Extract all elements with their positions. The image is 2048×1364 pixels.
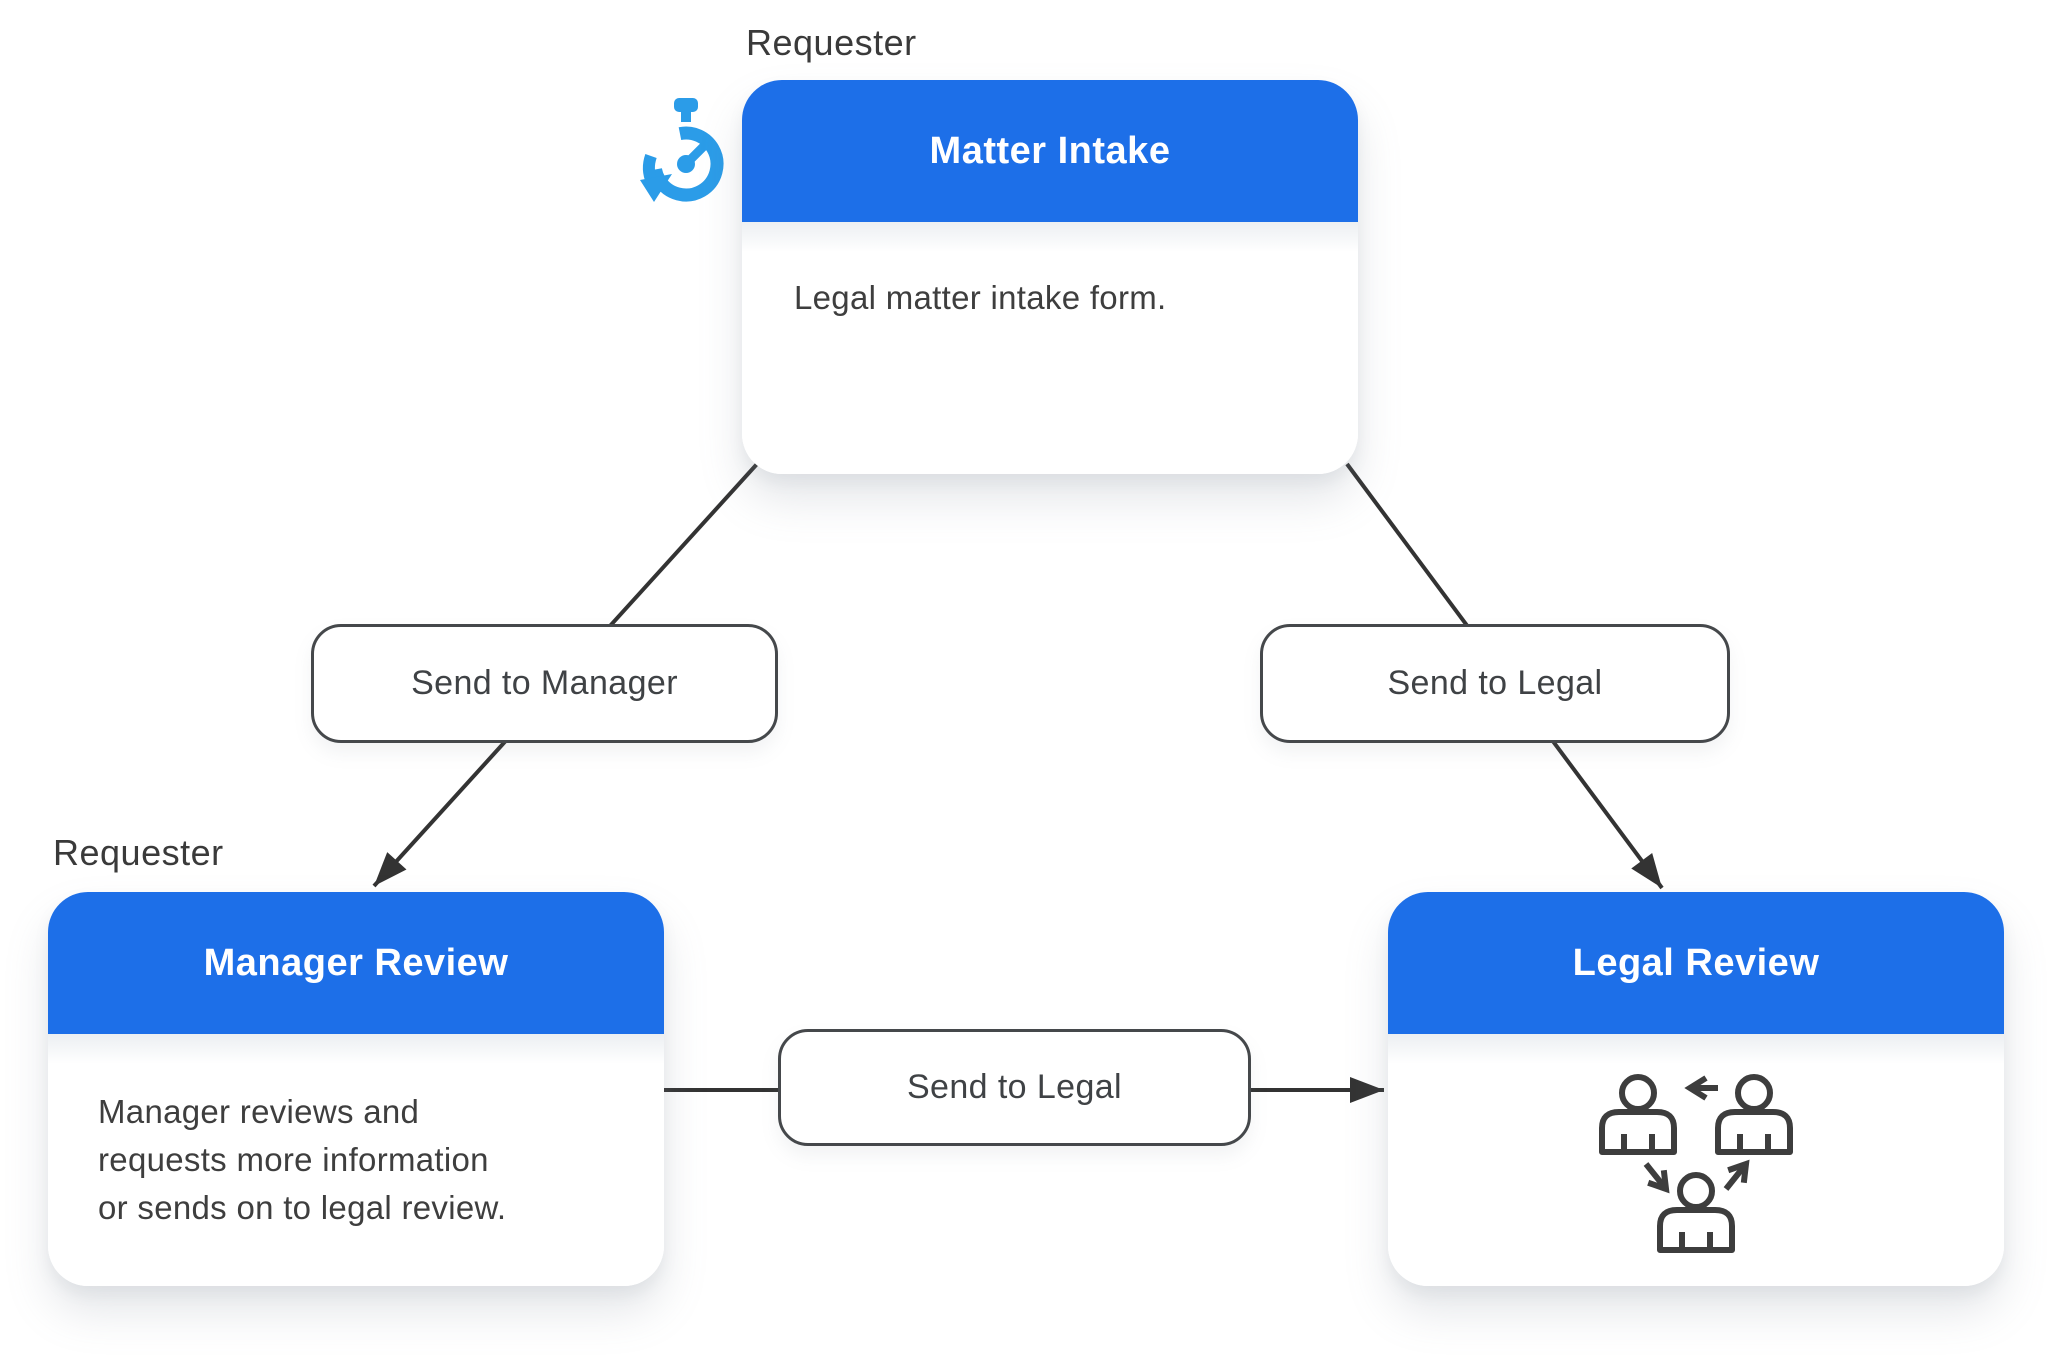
stopwatch-icon: [640, 98, 724, 202]
node-manager-review-title: Manager Review: [203, 941, 509, 984]
lane-label-requester-top: Requester: [746, 22, 917, 63]
node-legal-review-title-bar: Legal Review: [1388, 892, 2004, 1034]
node-manager-review-description: Manager reviews and requests more inform…: [48, 1034, 664, 1286]
node-legal-review[interactable]: Legal Review: [1388, 892, 2004, 1286]
node-matter-intake-title-bar: Matter Intake: [742, 80, 1358, 222]
transition-send-to-legal-mid[interactable]: Send to Legal: [778, 1029, 1251, 1146]
node-manager-review[interactable]: Manager Review Manager reviews and reque…: [48, 892, 664, 1286]
node-legal-review-title: Legal Review: [1572, 941, 1820, 984]
transition-send-to-manager[interactable]: Send to Manager: [311, 624, 778, 743]
node-manager-review-title-bar: Manager Review: [48, 892, 664, 1034]
lane-label-requester-left: Requester: [53, 832, 224, 873]
transition-send-to-legal-top[interactable]: Send to Legal: [1260, 624, 1730, 743]
node-matter-intake-description: Legal matter intake form.: [742, 222, 1358, 474]
node-matter-intake-title: Matter Intake: [929, 129, 1171, 172]
people-cycle-icon: [1566, 1062, 1826, 1262]
node-matter-intake[interactable]: Matter Intake Legal matter intake form.: [742, 80, 1358, 474]
node-legal-review-body: [1388, 1034, 2004, 1286]
